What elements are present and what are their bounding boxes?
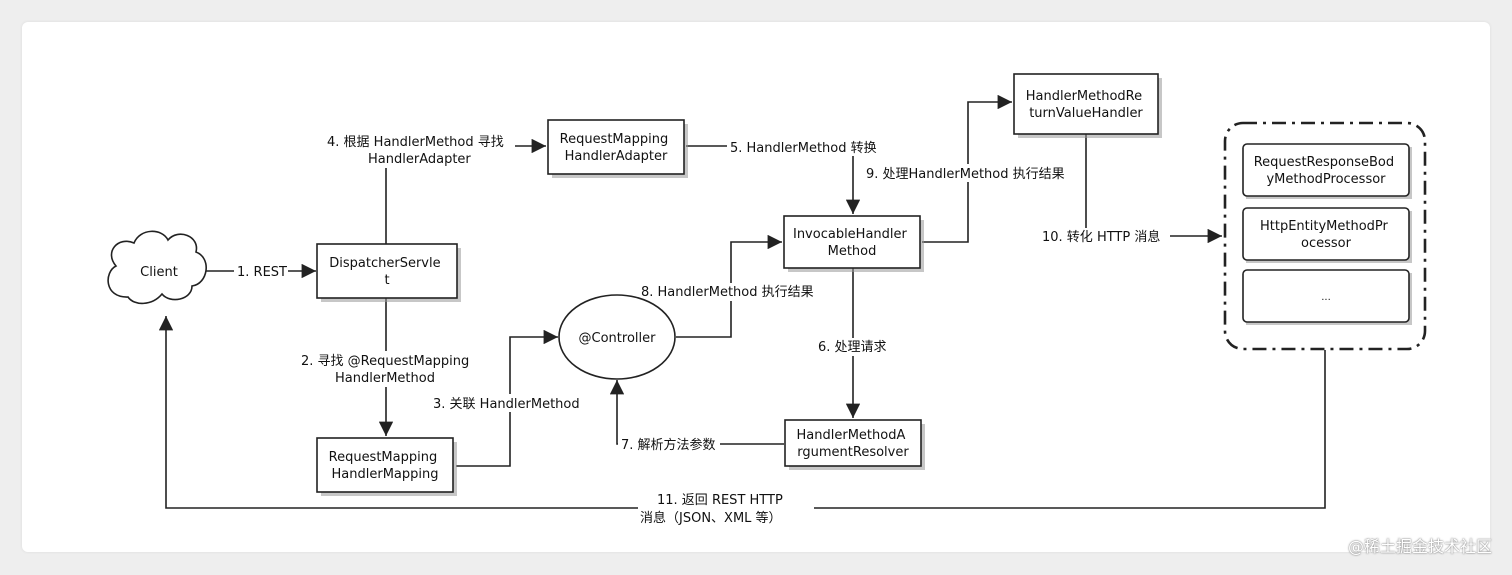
cloud-shape bbox=[107, 230, 207, 305]
edge-label-7: 7. 解析方法参数 bbox=[621, 437, 716, 453]
processor-box-2 bbox=[1242, 207, 1410, 261]
mapping-label: RequestMapping HandlerMapping bbox=[329, 450, 442, 482]
edge-label-10: 10. 转化 HTTP 消息 bbox=[1042, 229, 1160, 245]
edge-5 bbox=[686, 145, 861, 214]
edge-label-8: 8. HandlerMethod 执行结果 bbox=[641, 285, 814, 300]
node-handler-method-argument-resolver: HandlerMethodA rgumentResolver bbox=[784, 419, 925, 470]
controller-ellipse bbox=[558, 294, 676, 380]
node-request-mapping-handler-adapter: RequestMapping HandlerAdapter bbox=[547, 119, 688, 178]
watermark: @稀土掘金技术社区 bbox=[1347, 537, 1492, 556]
edge-label-4: 4. 根据 HandlerMethod 寻找 HandlerAdapter bbox=[327, 135, 508, 167]
processor-3-label: ... bbox=[1321, 292, 1331, 303]
invocable-label: InvocableHandler Method bbox=[793, 227, 911, 259]
node-invocable-handler-method: InvocableHandler Method bbox=[783, 215, 924, 272]
edge-label-6: 6. 处理请求 bbox=[818, 340, 887, 355]
edge-labels: 1. REST 2. 寻找 @RequestMapping HandlerMet… bbox=[234, 132, 1170, 527]
dispatcher-label: DispatcherServle t bbox=[329, 256, 444, 288]
edge-label-1: 1. REST bbox=[237, 265, 287, 280]
controller-label: @Controller bbox=[579, 331, 657, 346]
edge-label-5: 5. HandlerMethod 转换 bbox=[730, 141, 877, 156]
edge-label-2: 2. 寻找 @RequestMapping HandlerMethod bbox=[301, 354, 473, 386]
node-request-mapping-handler-mapping: RequestMapping HandlerMapping bbox=[316, 437, 457, 496]
client-label: Client bbox=[140, 265, 178, 280]
processor-1-label: RequestResponseBod yMethodProcessor bbox=[1254, 155, 1399, 187]
edge-label-3: 3. 关联 HandlerMethod bbox=[433, 397, 580, 412]
node-client: Client bbox=[107, 230, 207, 305]
returnhandler-label: HandlerMethodRe turnValueHandler bbox=[1026, 89, 1147, 121]
node-handler-method-return-value-handler: HandlerMethodRe turnValueHandler bbox=[1013, 73, 1162, 138]
edge-10 bbox=[1085, 134, 1222, 244]
node-controller: @Controller bbox=[558, 294, 676, 380]
node-return-value-processors-group: RequestResponseBod yMethodProcessor Http… bbox=[1223, 121, 1427, 351]
processor-box-1 bbox=[1242, 143, 1410, 197]
processor-2-label: HttpEntityMethodPr ocessor bbox=[1260, 219, 1392, 251]
node-dispatcher-servlet: DispatcherServle t bbox=[316, 243, 461, 302]
edge-7 bbox=[609, 380, 784, 445]
adapter-label: RequestMapping HandlerAdapter bbox=[560, 132, 673, 164]
edge-label-11: 11. 返回 REST HTTP 消息（JSON、XML 等） bbox=[640, 493, 787, 526]
processor-box-3 bbox=[1242, 269, 1410, 323]
edge-label-9: 9. 处理HandlerMethod 执行结果 bbox=[866, 167, 1065, 182]
argresolver-label: HandlerMethodA rgumentResolver bbox=[797, 428, 910, 460]
